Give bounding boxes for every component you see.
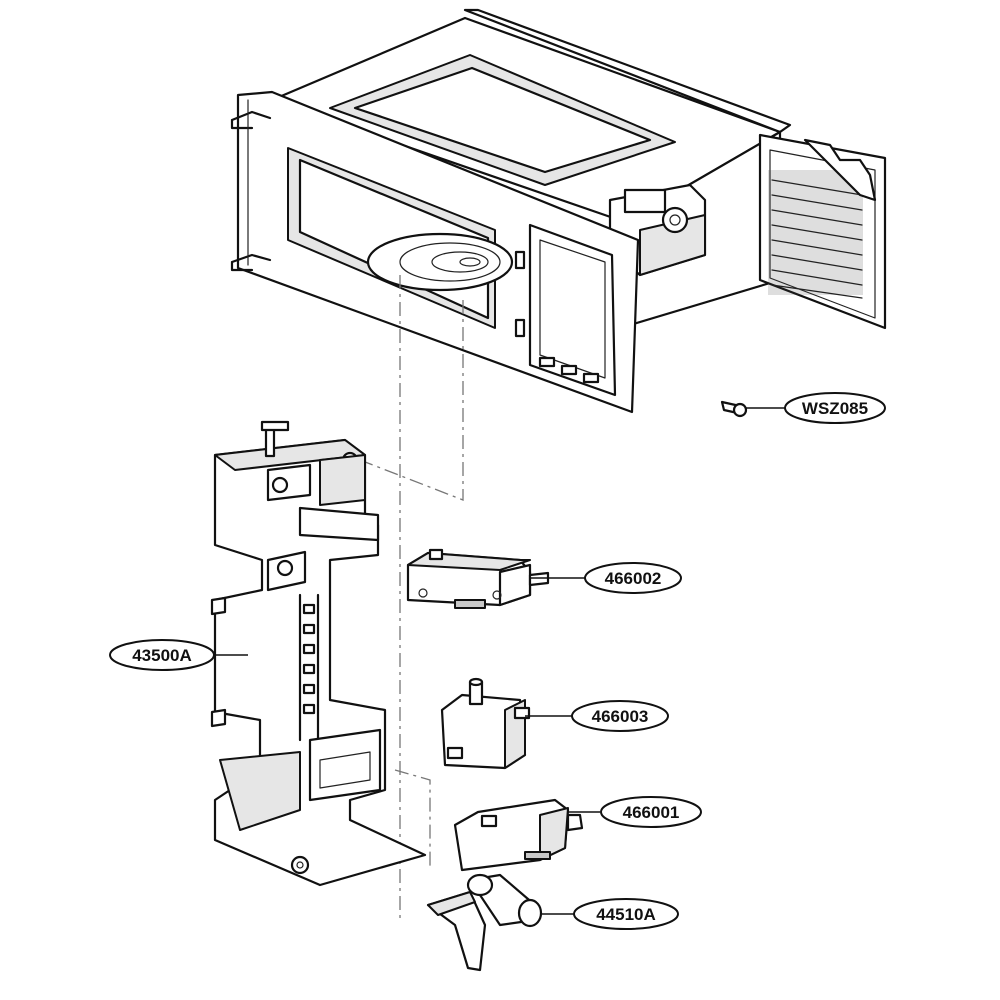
turntable <box>366 232 514 292</box>
switch-466003 <box>440 677 531 770</box>
callout-43500a: 43500A <box>109 639 215 671</box>
microwave-cavity <box>230 8 887 414</box>
switch-466002 <box>406 548 550 609</box>
vent-grill <box>771 179 863 299</box>
callout-label-466002: 466002 <box>605 569 662 588</box>
callout-466002: 466002 <box>584 562 682 594</box>
callout-label-43500a: 43500A <box>132 646 192 665</box>
lever-44510a <box>426 873 543 972</box>
switch-466001 <box>453 798 584 872</box>
screw-wsz085 <box>720 400 748 418</box>
callout-label-466001: 466001 <box>623 803 680 822</box>
assembly-guide-lines <box>359 275 464 920</box>
latch-bracket-43500a <box>210 420 427 887</box>
callout-label-44510a: 44510A <box>596 905 656 924</box>
callout-wsz085: WSZ085 <box>784 392 886 424</box>
callout-label-466003: 466003 <box>592 707 649 726</box>
callout-44510a: 44510A <box>573 898 679 930</box>
callout-label-wsz085: WSZ085 <box>802 399 868 418</box>
callout-466003: 466003 <box>571 700 669 732</box>
leader-lines <box>215 407 785 915</box>
callout-466001: 466001 <box>600 796 702 828</box>
